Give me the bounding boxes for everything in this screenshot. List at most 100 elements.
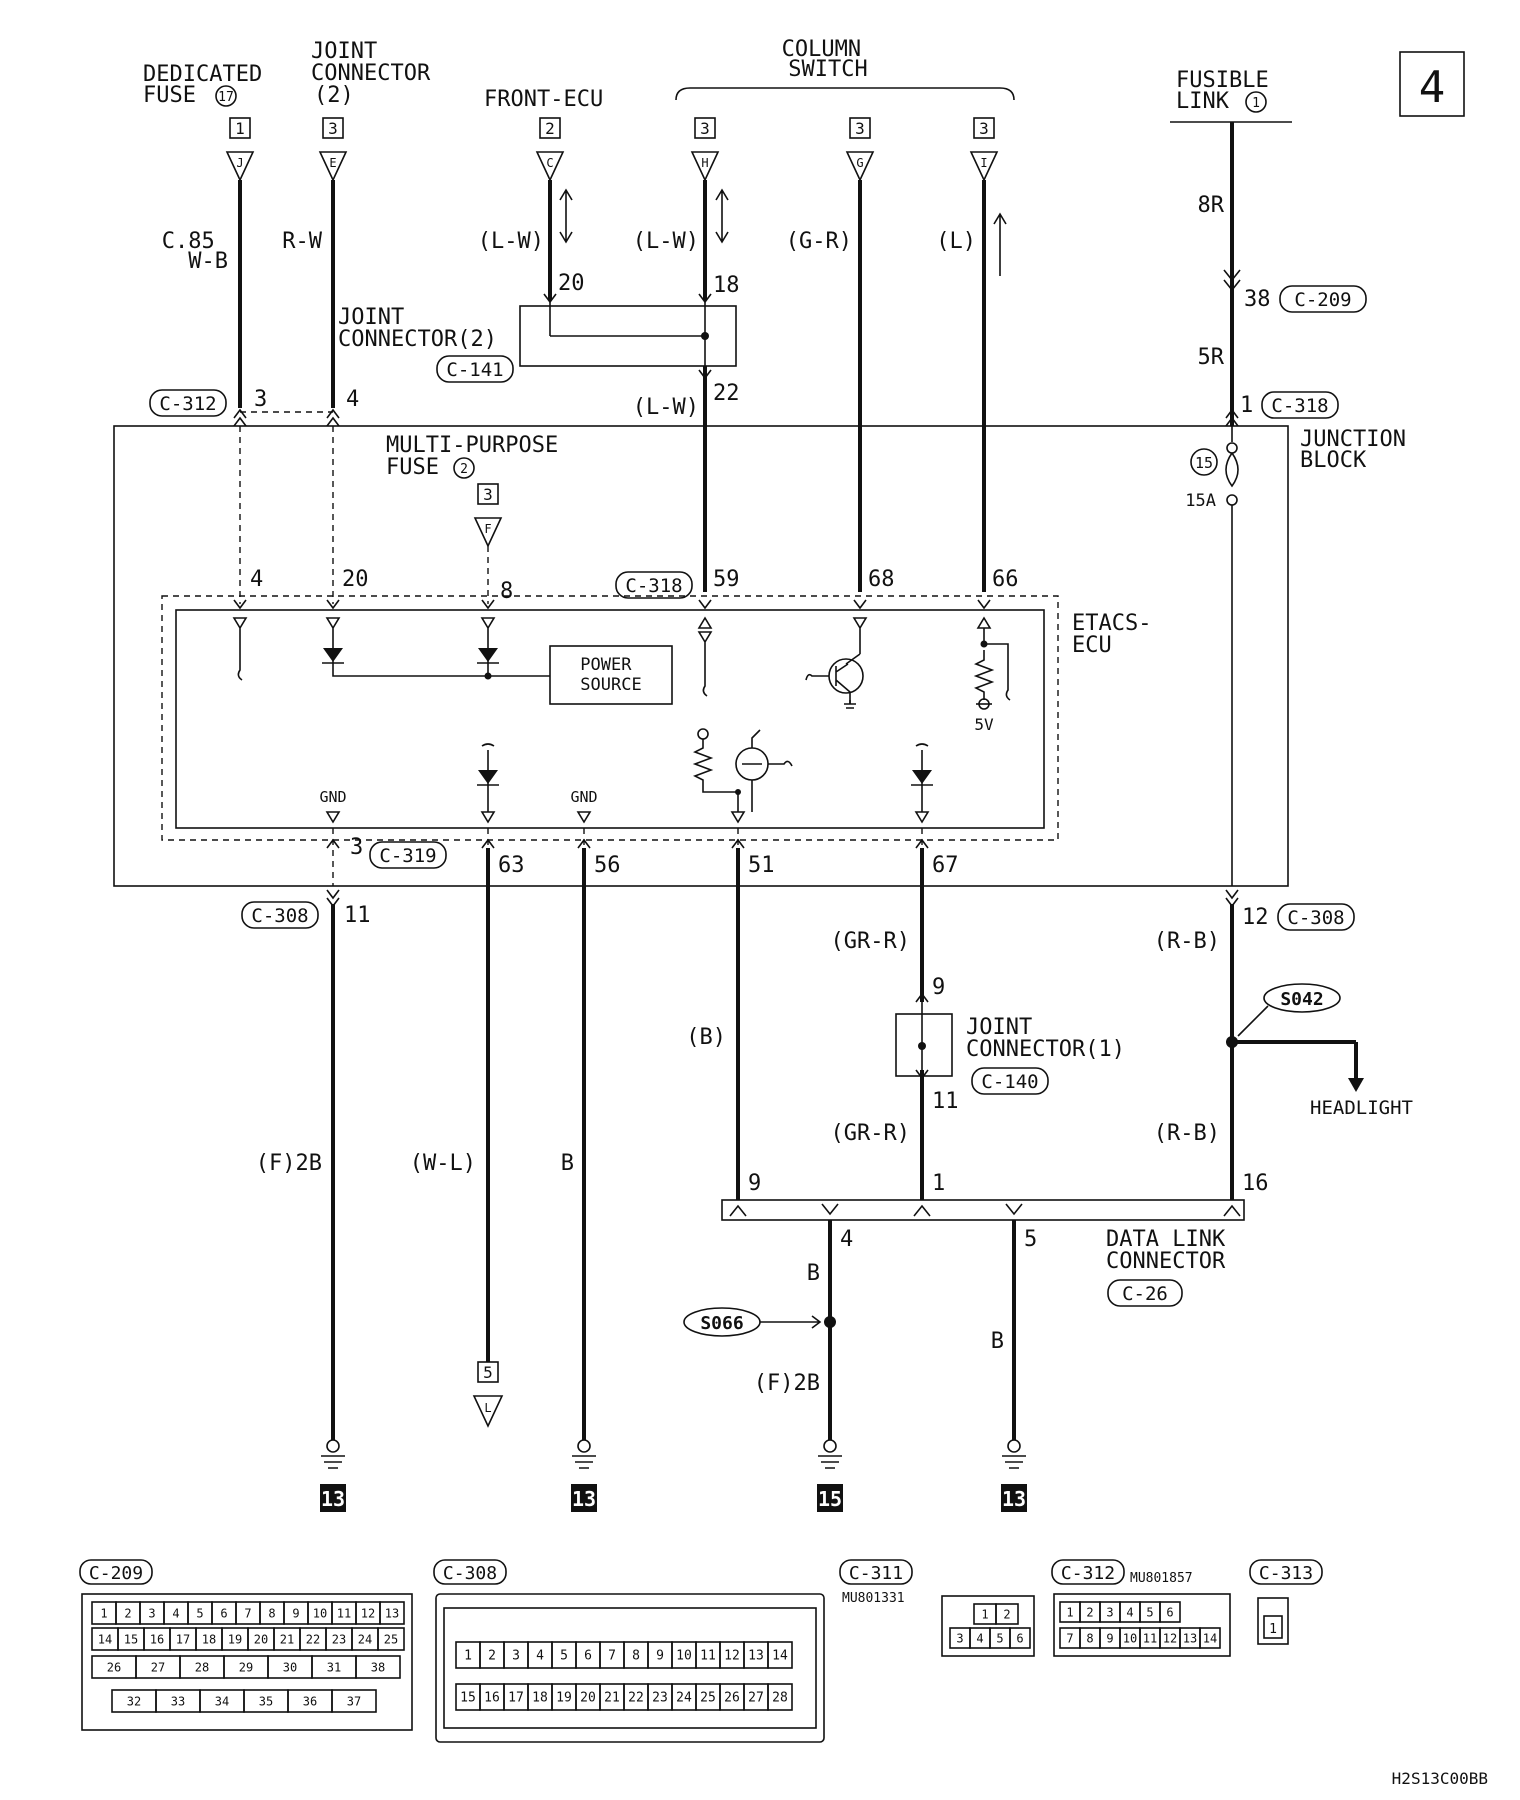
- c308-pin: 15: [460, 1691, 476, 1706]
- svg-text:C-141: C-141: [446, 359, 503, 381]
- svg-text:C-140: C-140: [981, 1071, 1038, 1093]
- c308-pin: 23: [652, 1691, 668, 1706]
- c209-pin: 24: [358, 1632, 372, 1646]
- c209-pin: 7: [244, 1606, 251, 1620]
- etacs-ecu-inner: [175, 609, 1045, 829]
- c308-pin: 26: [724, 1691, 740, 1706]
- junction-block-label: JUNCTION BLOCK: [1300, 427, 1419, 473]
- c209-pin: 31: [327, 1660, 341, 1674]
- c311-pin: 4: [976, 1631, 983, 1645]
- connector-tag-c318-left: [615, 571, 693, 599]
- c209-pin: 25: [384, 1632, 398, 1646]
- pin-59: 59: [713, 567, 740, 592]
- c308-cell: [767, 1641, 793, 1669]
- c312-cell: [1159, 1601, 1181, 1623]
- svg-text:E: E: [329, 156, 336, 170]
- connector-face-c311: [941, 1595, 1035, 1657]
- splice-s042: [1263, 983, 1341, 1013]
- svg-text:C-308: C-308: [443, 1563, 497, 1584]
- c209-pin: 21: [280, 1632, 294, 1646]
- pin-38: 38: [1244, 287, 1271, 312]
- c209-pin: 13: [385, 1606, 399, 1620]
- c308-pin: 9: [656, 1649, 664, 1664]
- gnd-label-1: GND: [319, 788, 346, 806]
- svg-text:15: 15: [818, 1487, 842, 1511]
- data-link-connector-label: DATA LINK CONNECTOR: [1106, 1227, 1238, 1274]
- fuse-number: 17: [218, 90, 234, 105]
- c209-pin: 35: [259, 1694, 273, 1708]
- svg-text:G: G: [856, 156, 863, 170]
- connector-tag-c308-face: [433, 1559, 507, 1585]
- pin-1-dlc: 1: [932, 1171, 945, 1196]
- pin-12: 12: [1242, 905, 1269, 930]
- svg-text:C: C: [546, 156, 553, 170]
- svg-text:I: I: [980, 156, 987, 170]
- c209-pin: 23: [332, 1632, 346, 1646]
- joint-connector-1-box: [895, 1013, 953, 1077]
- headlight-label: HEADLIGHT: [1310, 1097, 1413, 1119]
- c312-pin: 6: [1166, 1605, 1173, 1619]
- pin-1-c318: 1: [1240, 393, 1253, 418]
- connector-tag-c319: [369, 841, 447, 869]
- c308-pin: 3: [512, 1649, 520, 1664]
- c209-pin: 36: [303, 1694, 317, 1708]
- svg-text:1: 1: [235, 119, 245, 138]
- connector-tag-c318-right: [1261, 391, 1339, 419]
- svg-text:3: 3: [979, 119, 989, 138]
- document-code: H2S13C00BB: [1392, 1769, 1488, 1788]
- pin-3-gnd: 3: [350, 835, 363, 860]
- wire-label-w-l: (W-L): [410, 1151, 476, 1176]
- c209-pin: 14: [98, 1632, 112, 1646]
- connector-tag-c312-face: [1051, 1559, 1125, 1585]
- wire-label-r-w: R-W: [282, 229, 322, 254]
- c308-pin: 22: [628, 1691, 644, 1706]
- c313-pin: 1: [1269, 1622, 1277, 1637]
- c209-pin: 10: [313, 1606, 327, 1620]
- c209-pin: 15: [124, 1632, 138, 1646]
- c308-pin: 2: [488, 1649, 496, 1664]
- pin-4-dlc: 4: [840, 1227, 853, 1252]
- ref-column-switch-g: 3 G: [845, 117, 875, 182]
- c312-pin: 12: [1163, 1631, 1177, 1645]
- c312-pin: 9: [1106, 1631, 1113, 1645]
- page-number-box: [1399, 51, 1465, 117]
- c209-pin: 32: [127, 1694, 141, 1708]
- page-number: 4: [1419, 62, 1446, 113]
- connector-face-c312: [1053, 1593, 1231, 1657]
- connector-tag-c140: [971, 1067, 1049, 1095]
- c308-pin: 14: [772, 1649, 788, 1664]
- pin-68: 68: [868, 567, 895, 592]
- c311-cell: [1009, 1627, 1031, 1649]
- gnd-label-2: GND: [570, 788, 597, 806]
- etacs-ecu-outer: [161, 595, 1059, 841]
- wire-label-f-2b-left: (F)2B: [256, 1151, 322, 1176]
- c209-pin: 20: [254, 1632, 268, 1646]
- c312-cell: [1199, 1627, 1221, 1649]
- svg-text:J: J: [236, 156, 243, 170]
- c209-pin: 3: [148, 1606, 155, 1620]
- connector-tag-c308-left: [241, 901, 319, 929]
- c312-pin: 4: [1126, 1605, 1133, 1619]
- c209-pin: 2: [124, 1606, 131, 1620]
- c312-pin: 7: [1066, 1631, 1073, 1645]
- c308-pin: 10: [676, 1649, 692, 1664]
- svg-text:C-318: C-318: [1271, 395, 1328, 417]
- c209-pin: 17: [176, 1632, 190, 1646]
- c308-pin: 19: [556, 1691, 572, 1706]
- c311-pin: 2: [1003, 1607, 1010, 1621]
- c311-part-number: MU801331: [842, 1591, 905, 1606]
- svg-text:S042: S042: [1280, 989, 1323, 1010]
- connector-tag-c209-face: [79, 1559, 153, 1585]
- power-source-box: [549, 645, 673, 705]
- svg-text:S066: S066: [700, 1313, 743, 1334]
- ref-column-switch-h: 3 H: [690, 117, 720, 182]
- c312-pin: 3: [1106, 1605, 1113, 1619]
- c209-pin: 19: [228, 1632, 242, 1646]
- c308-pin: 16: [484, 1691, 500, 1706]
- pin-16-dlc: 16: [1242, 1171, 1269, 1196]
- c209-pin: 34: [215, 1694, 229, 1708]
- ref-dedicated-fuse: 1 J: [225, 117, 255, 182]
- c209-pin: 18: [202, 1632, 216, 1646]
